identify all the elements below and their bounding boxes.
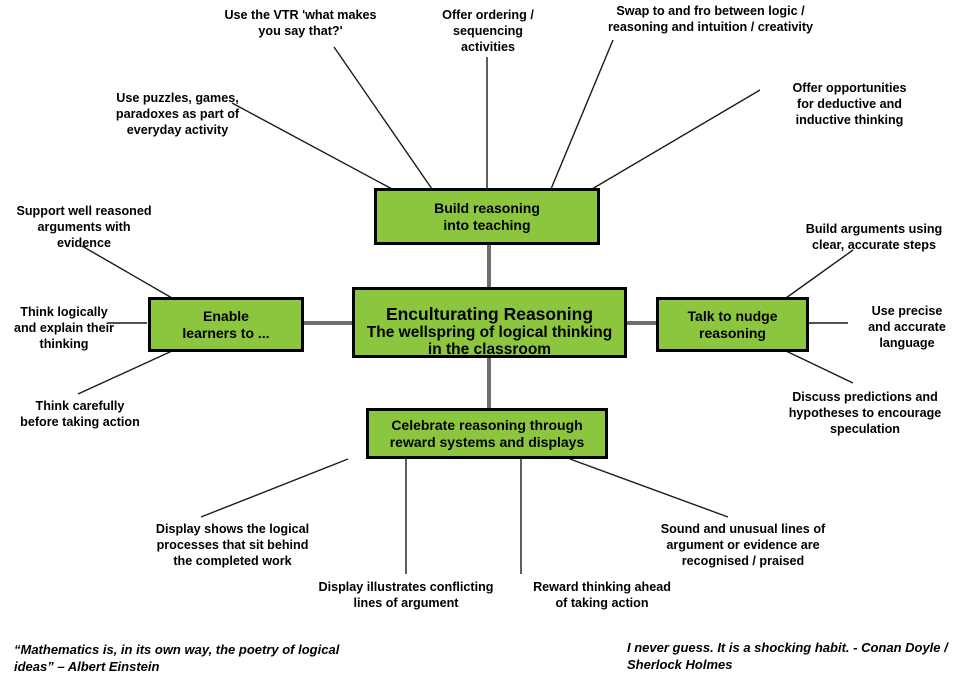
leaf-think-logically: Think logically and explain their thinki… [13, 305, 115, 352]
leaf-line-discuss [785, 350, 854, 384]
leaf-line-swap [550, 39, 614, 190]
leaf-discuss-predictions: Discuss predictions and hypotheses to en… [788, 390, 942, 437]
node-center-subtitle: The wellspring of logical thinking in th… [366, 323, 613, 359]
leaf-line-deductive [591, 89, 761, 190]
leaf-line-thinkcare [77, 350, 173, 395]
leaf-display-shows-logical-processes: Display shows the logical processes that… [155, 522, 310, 569]
leaf-line-soundunusual [569, 458, 729, 518]
node-branch-celebrate-reasoning[interactable]: Celebrate reasoning through reward syste… [366, 408, 608, 459]
leaf-line-vtr [333, 46, 433, 190]
leaf-support-well-reasoned: Support well reasoned arguments with evi… [16, 204, 152, 251]
leaf-offer-ordering-sequencing: Offer ordering / sequencing activities [442, 8, 534, 55]
leaf-think-carefully: Think carefully before taking action [20, 399, 140, 430]
leaf-display-illustrates-conflicting: Display illustrates conflicting lines of… [318, 580, 494, 611]
leaf-reward-thinking-ahead: Reward thinking ahead of taking action [533, 580, 671, 611]
leaf-offer-opportunities-deductive: Offer opportunities for deductive and in… [792, 81, 907, 128]
leaf-use-precise-language: Use precise and accurate language [868, 304, 946, 351]
leaf-use-puzzles-games: Use puzzles, games, paradoxes as part of… [115, 91, 240, 138]
node-branch-build-reasoning[interactable]: Build reasoning into teaching [374, 188, 600, 245]
leaf-line-displayshows [200, 458, 349, 518]
node-branch-enable-learners[interactable]: Enable learners to ... [148, 297, 304, 352]
quote-conan-doyle: I never guess. It is a shocking habit. -… [627, 640, 948, 672]
leaf-build-arguments-clear-steps: Build arguments using clear, accurate st… [805, 222, 943, 253]
leaf-swap-logic-intuition: Swap to and fro between logic / reasonin… [607, 4, 814, 35]
leaf-line-buildarg [785, 249, 854, 299]
node-branch-talk-to-nudge[interactable]: Talk to nudge reasoning [656, 297, 809, 352]
leaf-sound-unusual-lines: Sound and unusual lines of argument or e… [660, 522, 826, 569]
node-center-title: Enculturating Reasoning [385, 303, 594, 324]
leaf-line-support [81, 245, 173, 299]
leaf-use-the-vtr: Use the VTR 'what makes you say that?' [224, 8, 377, 39]
quote-einstein: “Mathematics is, in its own way, the poe… [14, 642, 340, 674]
